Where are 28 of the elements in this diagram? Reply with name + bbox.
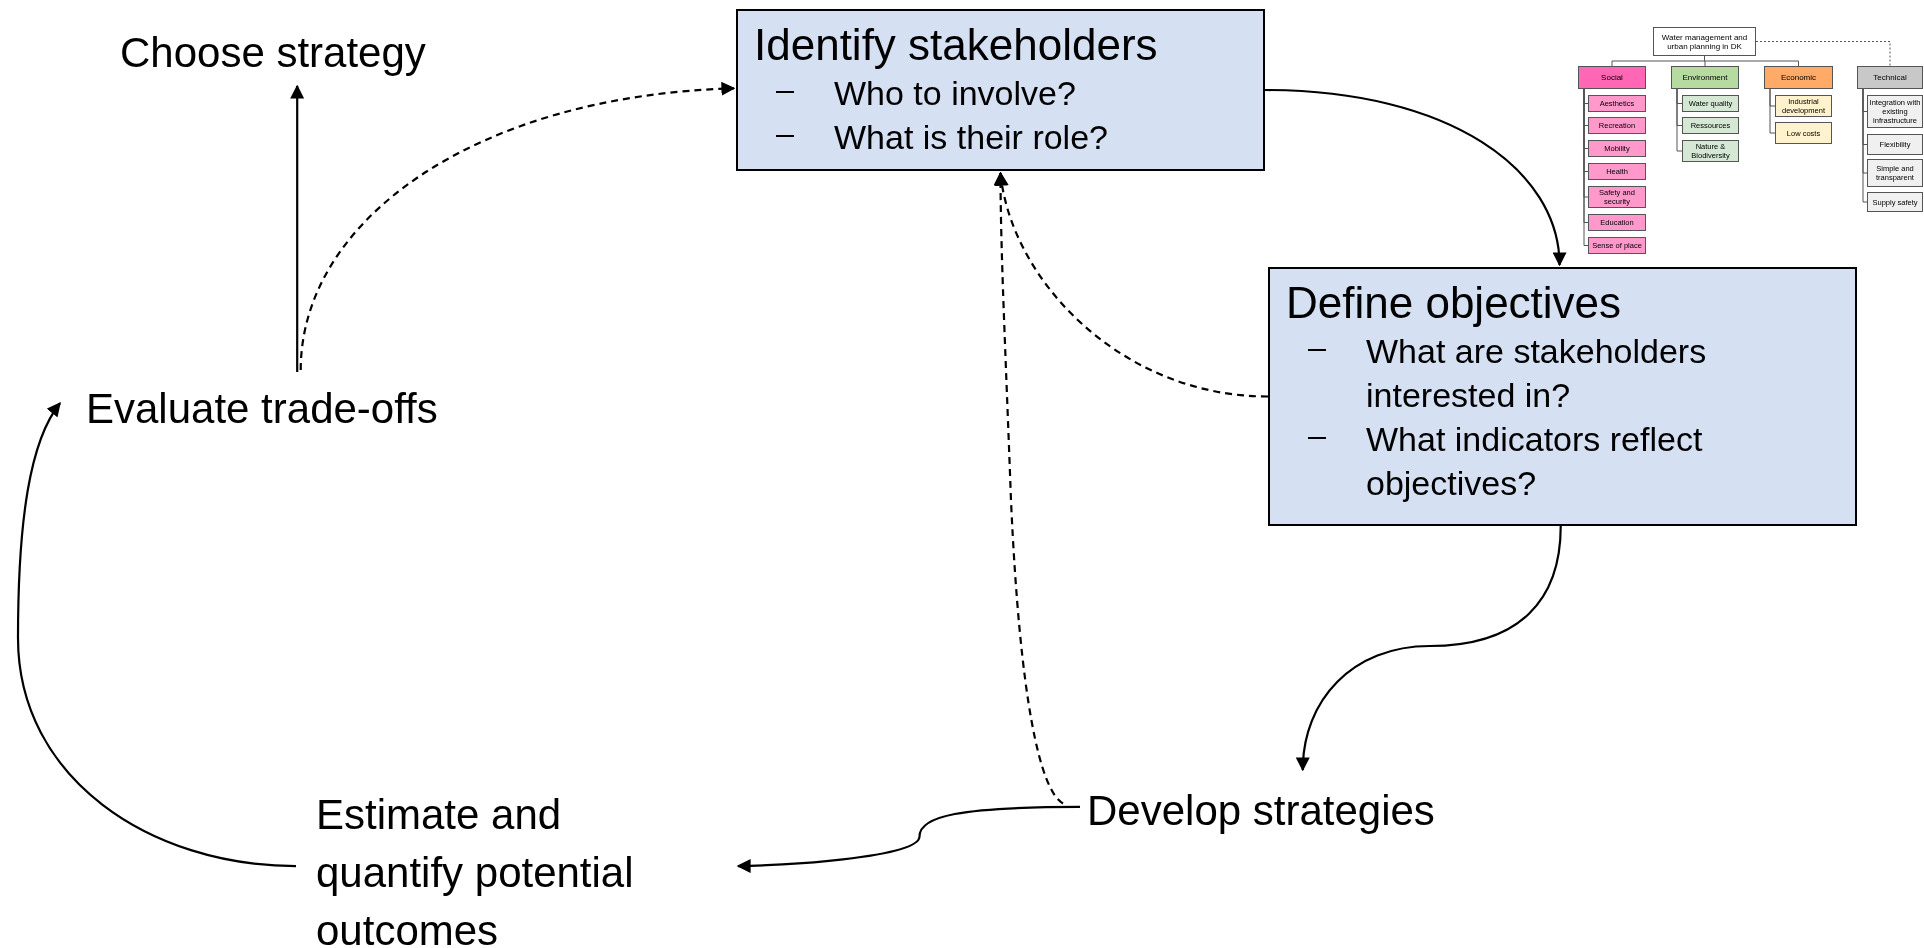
tree-line [1755, 41, 1891, 67]
step-text: Evaluate trade-offs [86, 380, 438, 438]
step-text: Choose strategy [120, 24, 426, 82]
category-card: Technical [1857, 66, 1923, 89]
tree-line [1862, 88, 1868, 203]
arrow [1264, 88, 1566, 267]
tree-line [1676, 88, 1683, 152]
arrow [290, 84, 305, 372]
arrow [736, 805, 1080, 873]
category-card: Environment [1671, 66, 1739, 89]
bullet-text: What indicators reflect objectives? [1366, 419, 1704, 504]
bullet-text: What is their role? [834, 117, 1109, 158]
root-card: Water management and urban planning in DK [1653, 27, 1756, 56]
step-text: Estimate and quantify potential outcomes [316, 786, 716, 948]
category-card: Economic [1764, 66, 1833, 89]
dashed-arrow [299, 82, 736, 371]
step-card [1268, 267, 1857, 526]
card-heading: Define objectives [1286, 277, 1623, 329]
dashed-arrow [993, 171, 1064, 805]
category-card: Social [1578, 66, 1646, 89]
step-text: Develop strategies [1087, 782, 1435, 840]
bullet-text: Who to involve? [834, 73, 1077, 114]
card-heading: Identify stakeholders [754, 19, 1159, 71]
arrow [16, 402, 297, 868]
arrow [1296, 525, 1562, 772]
bullet-text: What are stakeholders interested in? [1366, 331, 1708, 416]
tree-line [1769, 88, 1776, 134]
step-card [736, 9, 1265, 171]
